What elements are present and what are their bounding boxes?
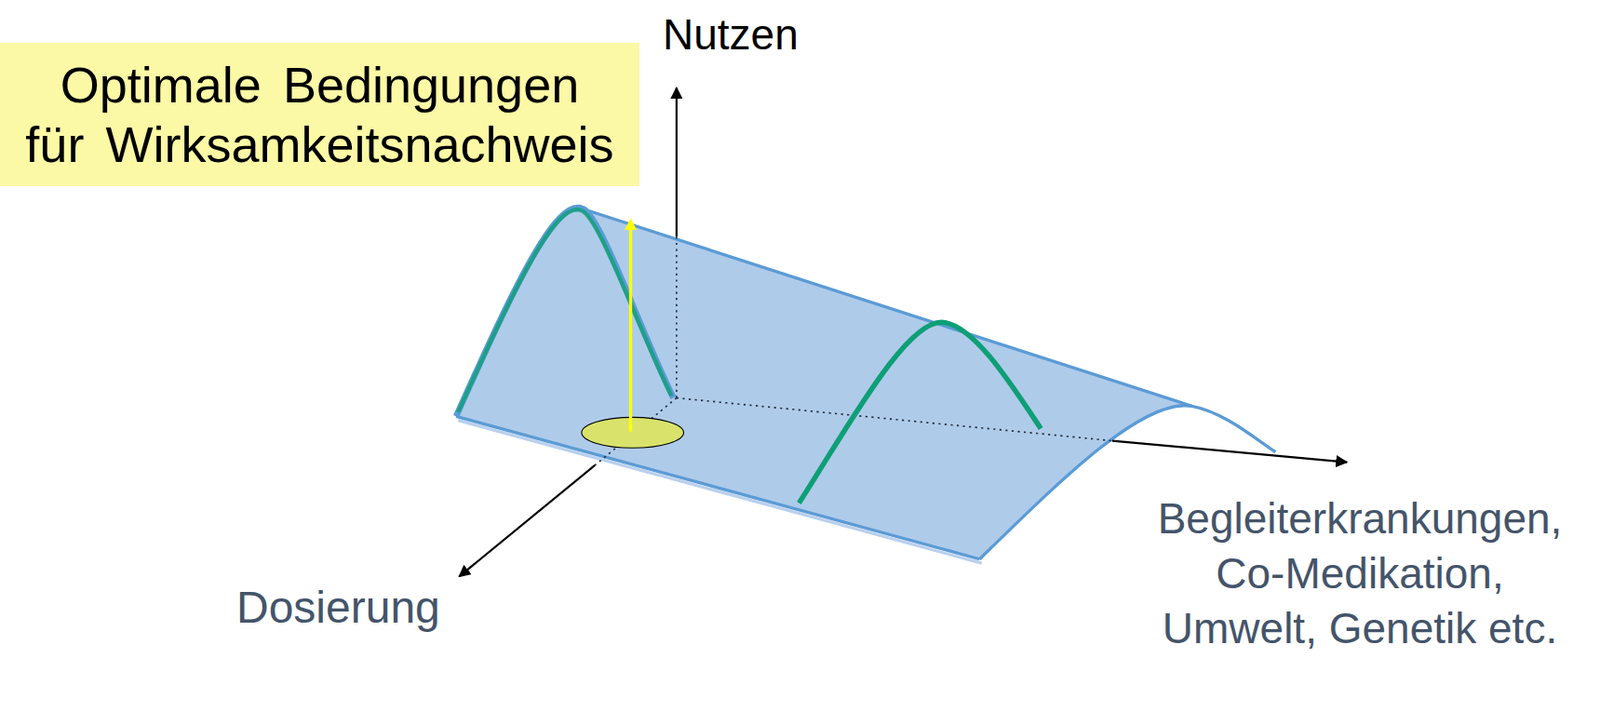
highlight-box: Optimale Bedingungen für Wirksamkeitsnac… (0, 42, 640, 187)
box-text: Optimale Bedingungen für Wirksamkeitsnac… (22, 54, 619, 175)
axis-label: Begleiterkrankungen, Co-Medikation, Umwe… (1141, 491, 1579, 657)
benefit-axis (675, 87, 678, 237)
dose-axis (458, 465, 595, 577)
hidden-axis-line (676, 398, 1113, 442)
benefit-curve (798, 322, 1041, 503)
surface-edge (456, 416, 980, 559)
benefit-curve (457, 209, 672, 413)
surface-edge (457, 420, 982, 564)
axis-label: Dosierung (236, 578, 441, 636)
benefit-surface (456, 207, 1192, 560)
optimal-region (581, 416, 685, 448)
surface-edge (456, 207, 674, 417)
hidden-axis-line (675, 236, 678, 398)
surface-ridge (583, 209, 1192, 407)
axis-label-y: Nutzen (662, 7, 799, 63)
condition-axis (1112, 441, 1347, 463)
optimal-arrow (629, 220, 632, 432)
